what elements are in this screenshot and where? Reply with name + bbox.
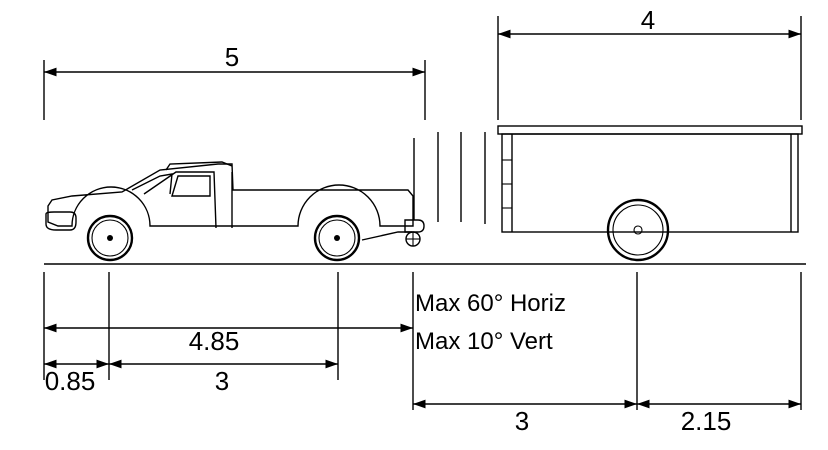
trailer-top-rail	[497, 125, 803, 135]
truck-door	[143, 171, 217, 229]
trailer-box-length-label: 4	[641, 5, 655, 35]
truck-rear-wheel	[313, 214, 361, 262]
trailer-box	[501, 133, 799, 233]
truck-windshield	[131, 173, 173, 195]
vehicle-wheelbase-label: 3	[215, 366, 229, 396]
swing-clearance-lines	[413, 132, 486, 224]
truck-front-wheel	[86, 214, 134, 262]
truck-front-wheel-hub	[91, 219, 129, 257]
tow-bar	[361, 231, 412, 241]
truck-rear-wheel-hub	[318, 219, 356, 257]
front-to-hitch-label: 4.85	[189, 326, 240, 356]
vertical-angle-note: Max 10° Vert	[415, 328, 553, 355]
truck-headlight	[45, 211, 77, 231]
trailer-wheel	[606, 198, 670, 262]
axle-to-rear-label: 2.15	[681, 406, 732, 436]
truck-body	[47, 163, 414, 227]
horizontal-angle-note: Max 60° Horiz	[415, 290, 566, 317]
truck-front-wheel-axle	[107, 235, 113, 241]
trailer	[497, 125, 803, 262]
truck-rear-wheel-axle	[334, 235, 340, 241]
vehicle-length-label: 5	[225, 42, 239, 72]
truck-door-window	[171, 175, 211, 197]
tow-hitch-block	[404, 219, 425, 233]
hitch-to-axle-label: 3	[515, 406, 529, 436]
truck-cab-roof	[165, 161, 233, 171]
trailer-wheel-hub	[612, 204, 664, 256]
front-overhang-label: 0.85	[45, 366, 96, 396]
trailer-wheel-axle	[633, 225, 643, 235]
pickup-truck	[45, 161, 425, 262]
